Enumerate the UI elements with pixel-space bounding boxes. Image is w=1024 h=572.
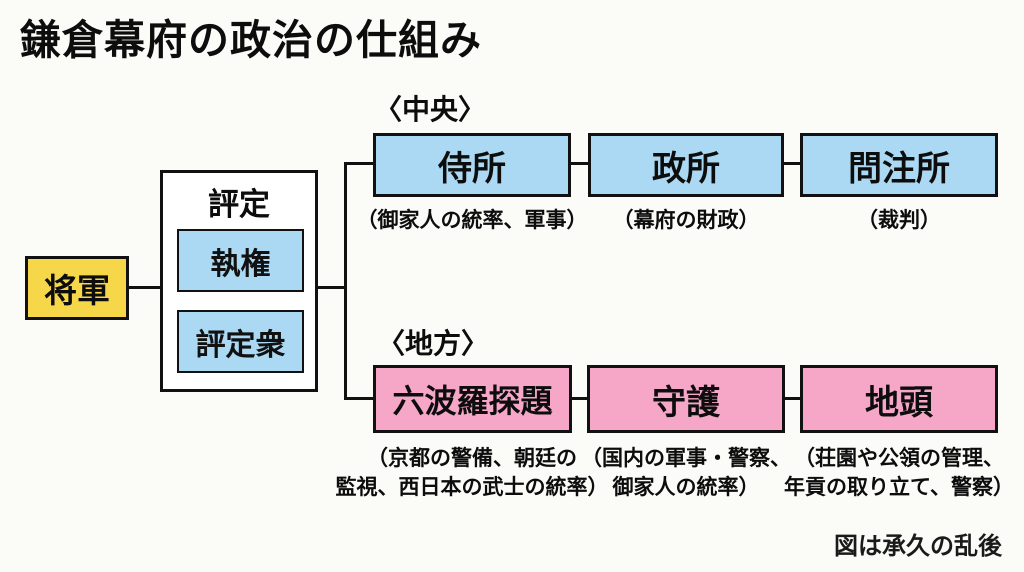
caption-shugo-line1: （国内の軍事・警察、 [581,447,791,470]
connector-samuraidokoro-mandokoro [571,162,588,165]
connector-shugo-jito [785,397,800,400]
office-box-mandokoro: 政所 [588,133,784,197]
connector-branch-vertical [344,162,347,400]
connector-shogun-council [129,286,160,289]
caption-rokuhara-tandai: （京都の警備、朝廷の 監視、西日本の武士の統率） [322,444,622,502]
rokuhara-label: 六波羅探題 [392,383,553,419]
council-member-hyojoshu: 評定衆 [177,310,304,373]
caption-rokuhara-line1: （京都の警備、朝廷の [367,447,577,470]
connector-mandokoro-monchujo [784,162,800,165]
caption-mandokoro: （幕府の財政） [612,209,760,232]
hyojoshu-label: 評定衆 [195,328,286,362]
shugo-label: 守護 [652,383,720,422]
page-title: 鎌倉幕府の政治の仕組み [20,17,482,63]
caption-shugo-line2: 御家人の統率） [612,476,760,499]
section-label-central: 〈中央〉 [374,94,487,125]
caption-jito-line2: 年貢の取り立て、警察） [784,476,1014,499]
mandokoro-label: 政所 [652,149,720,188]
caption-rokuhara-line2: 監視、西日本の武士の統率） [335,476,609,499]
shogun-box: 将軍 [25,256,129,320]
connector-rokuhara-shugo [572,397,587,400]
caption-samuraidokoro: （御家人の統率、軍事） [356,209,588,232]
office-box-monchujo: 問注所 [800,133,998,197]
diagram-note: 図は承久の乱後 [834,533,1002,560]
council-label: 評定 [208,187,270,222]
connector-branch-samuraidokoro [346,162,373,165]
office-box-jito: 地頭 [800,365,998,433]
caption-jito: （荘園や公領の管理、 年貢の取り立て、警察） [749,444,1024,502]
caption-monchujo: （裁判） [857,209,941,232]
shikken-label: 執権 [210,247,271,281]
section-label-regional: 〈地方〉 [377,328,490,359]
office-box-shugo: 守護 [587,365,785,433]
samuraidokoro-label: 侍所 [438,149,506,188]
shogun-label: 将軍 [44,272,110,309]
office-box-samuraidokoro: 侍所 [373,133,571,197]
caption-shugo: （国内の軍事・警察、 御家人の統率） [536,444,836,502]
council-box: 評定 執権 評定衆 [160,170,318,392]
jito-label: 地頭 [865,383,933,422]
connector-branch-rokuhara [346,397,373,400]
caption-jito-line1: （荘園や公領の管理、 [794,447,1004,470]
council-member-shikken: 執権 [177,229,304,292]
connector-council-branch [318,286,347,289]
office-box-rokuhara-tandai: 六波羅探題 [373,365,572,433]
monchujo-label: 問注所 [848,149,950,188]
